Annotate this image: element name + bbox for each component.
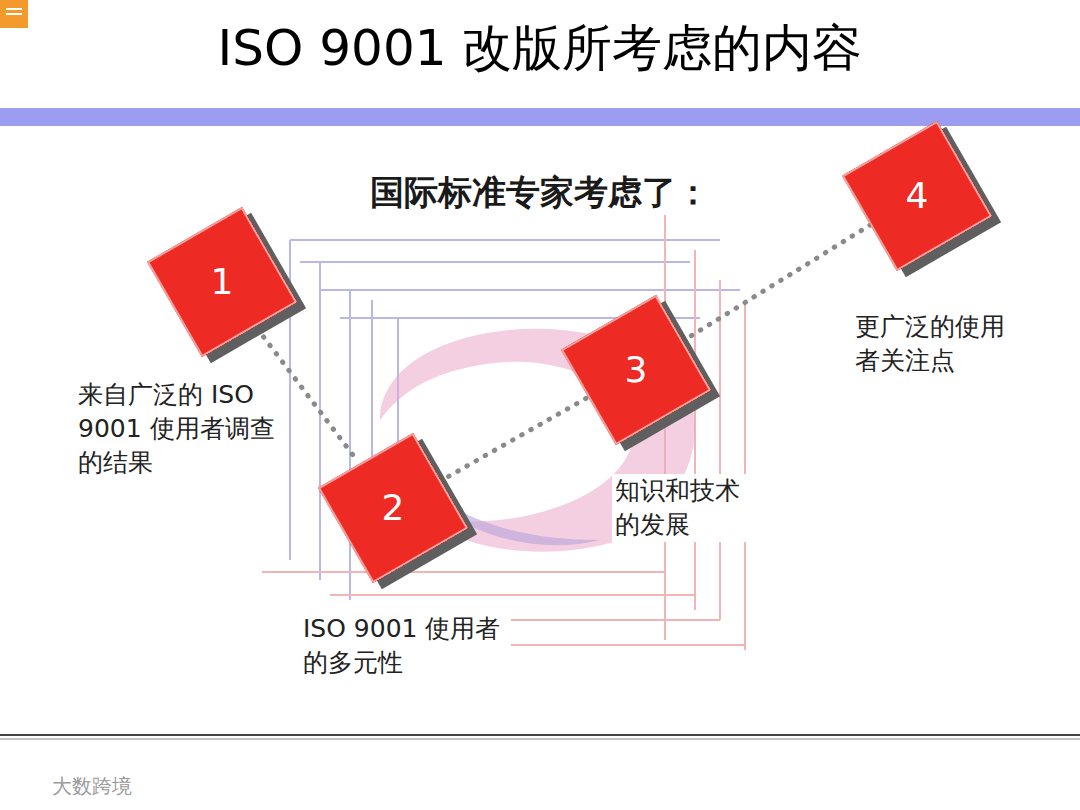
pink-grid <box>262 215 745 650</box>
callout-number: 1 <box>147 207 297 357</box>
item-label: 来自广泛的 ISO 9001 使用者调查的结果 <box>75 378 286 479</box>
subtitle: 国际标准专家考虑了： <box>240 172 840 213</box>
slide-icon <box>0 0 28 28</box>
dotted-connector <box>683 225 871 341</box>
title-band <box>0 108 1080 126</box>
dotted-connector <box>440 396 590 481</box>
item-label: 更广泛的使用 者关注点 <box>852 310 1038 378</box>
numbered-square: 3知识和技术 的发展 <box>561 295 711 445</box>
callout-number: 4 <box>842 121 992 271</box>
numbered-square: 4更广泛的使用 者关注点 <box>842 121 992 271</box>
footer-rule <box>0 734 1080 736</box>
slide-icon-line <box>6 13 22 15</box>
footer-rule <box>0 739 1080 740</box>
slide-title: ISO 9001 改版所考虑的内容 <box>0 18 1080 78</box>
watermark: 大数跨境 <box>52 774 132 798</box>
item-label: 知识和技术 的发展 <box>612 474 768 542</box>
slide-icon-line <box>6 8 22 10</box>
numbered-square: 1来自广泛的 ISO 9001 使用者调查的结果 <box>147 207 297 357</box>
numbered-square: 2ISO 9001 使用者的多元性 <box>318 433 468 583</box>
blue-grid <box>290 240 740 600</box>
callout-number: 2 <box>318 433 468 583</box>
item-label: ISO 9001 使用者的多元性 <box>300 612 511 680</box>
callout-number: 3 <box>561 295 711 445</box>
